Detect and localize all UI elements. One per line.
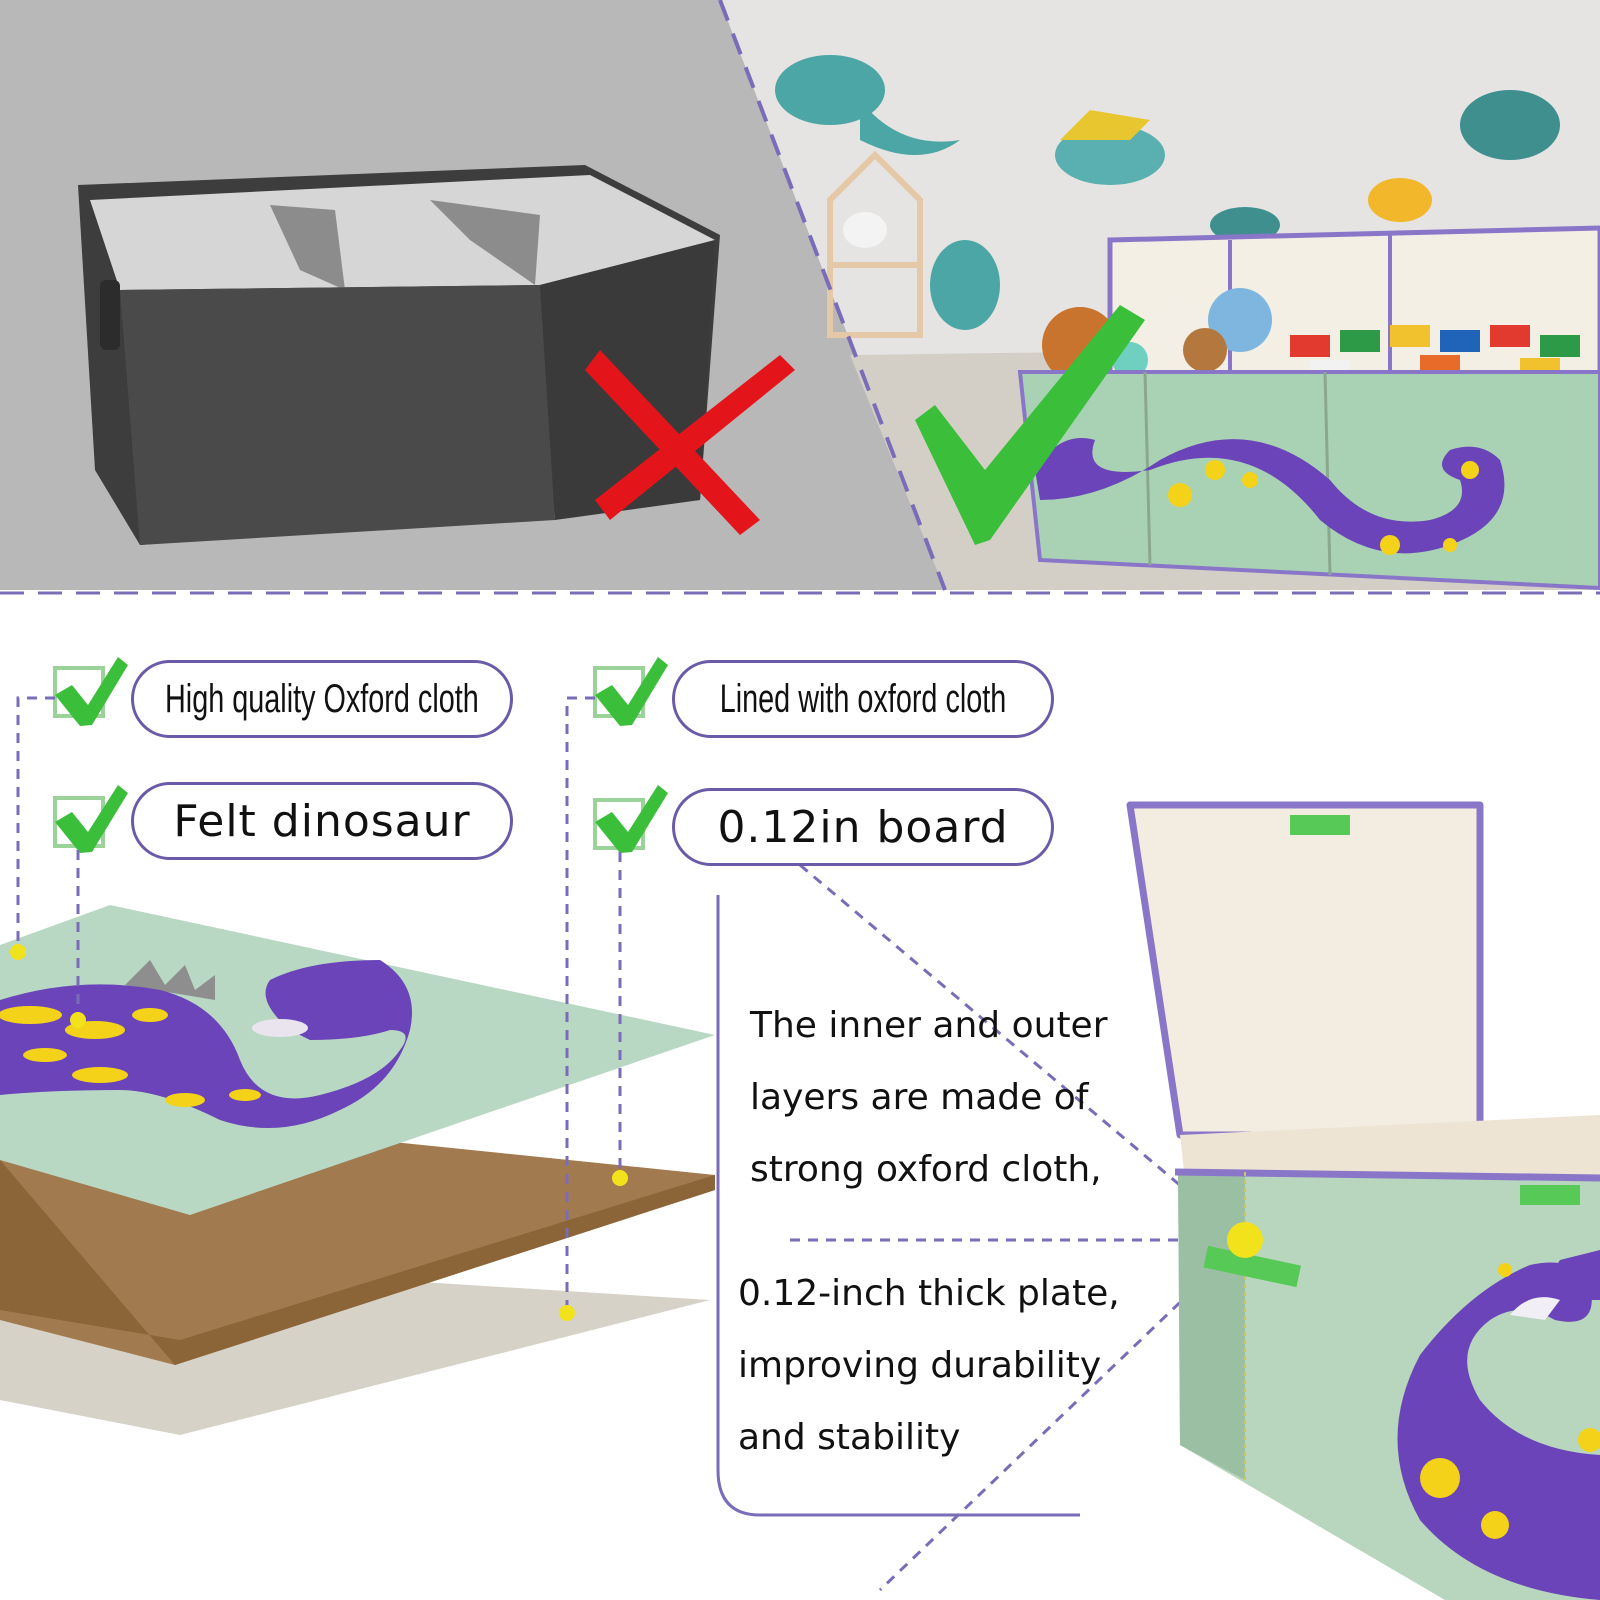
checkbox-check-icon	[595, 785, 668, 853]
checkbox-check-icon	[55, 785, 128, 853]
feature-checkbox-board	[593, 785, 668, 853]
feature-checkbox-oxford	[53, 657, 128, 726]
board-thickness-text: 0.12in board	[717, 801, 1009, 853]
description-line: and stability	[738, 1417, 961, 1458]
lined-oxford-label: Lined with oxford cloth	[672, 660, 1054, 738]
green-check-icon	[915, 305, 1145, 545]
feature-checkbox-felt	[53, 785, 128, 853]
red-x-icon	[585, 350, 795, 535]
description-block-bottom: 0.12-inch thick plate, improving durabil…	[738, 1258, 1120, 1474]
description-line: The inner and outer	[750, 1005, 1108, 1046]
good-comparison-panel	[720, 0, 1600, 591]
felt-dinosaur-label: Felt dinosaur	[131, 782, 513, 860]
felt-dinosaur-shape	[0, 960, 412, 1128]
wall-shelf	[827, 150, 923, 338]
lined-oxford-text: Lined with oxford cloth	[719, 676, 1007, 721]
exploded-layers	[0, 905, 715, 1435]
plain-gray-box	[78, 165, 720, 545]
feature-checkbox-lined	[593, 657, 668, 726]
checkbox-check-icon	[595, 657, 668, 726]
bad-comparison-panel	[0, 0, 945, 590]
open-toy-box	[1126, 801, 1600, 1600]
felt-dinosaur-text: Felt dinosaur	[173, 795, 471, 847]
oxford-cloth-text: High quality Oxford cloth	[165, 676, 479, 721]
leader-dots	[10, 944, 628, 1321]
oxford-cloth-label: High quality Oxford cloth	[131, 660, 513, 738]
description-block-top: The inner and outer layers are made of s…	[750, 990, 1108, 1206]
description-line: layers are made of	[750, 1077, 1089, 1118]
checkbox-check-icon	[55, 657, 128, 726]
divider-lines	[0, 0, 1600, 595]
wall-dinosaur-decals	[775, 55, 1560, 330]
description-line: 0.12-inch thick plate,	[738, 1273, 1120, 1314]
description-bracket	[716, 895, 1080, 1517]
description-line: improving durability	[738, 1345, 1102, 1386]
description-line: strong oxford cloth,	[750, 1149, 1102, 1190]
leader-lines	[16, 696, 1247, 1592]
board-thickness-label: 0.12in board	[672, 788, 1054, 866]
